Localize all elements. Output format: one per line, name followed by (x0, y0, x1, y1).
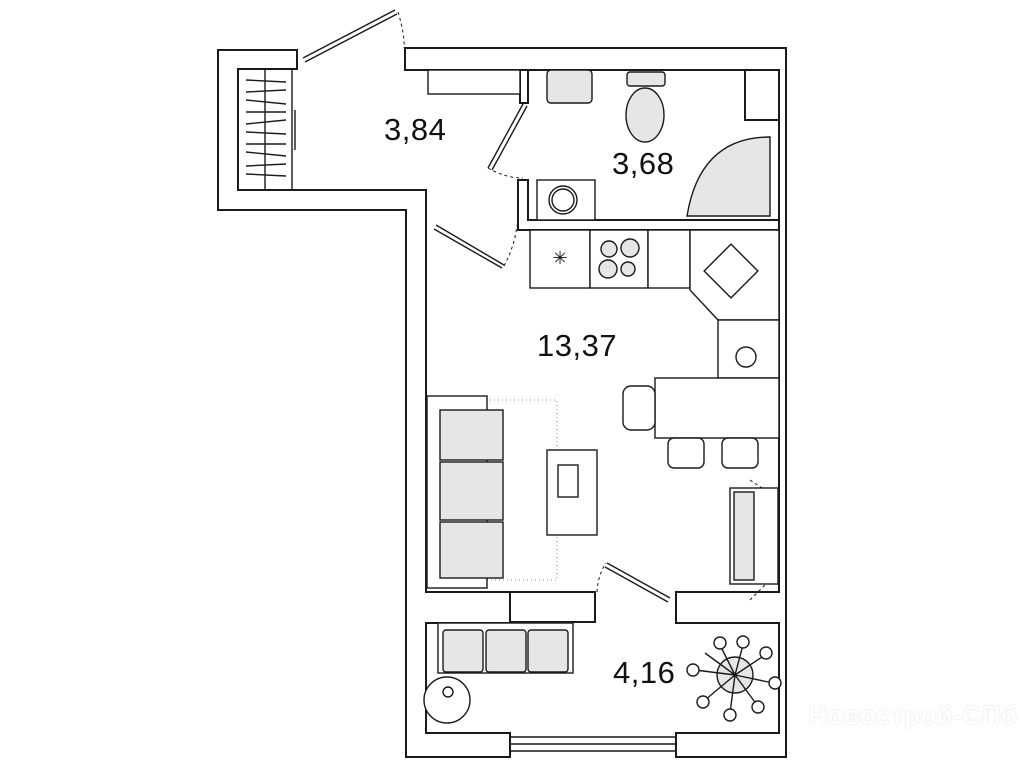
chair (667, 437, 705, 469)
wardrobe (427, 69, 521, 95)
chair (721, 437, 759, 469)
svg-text:✳: ✳ (552, 248, 567, 268)
watermark: Новострой-СПб (808, 700, 1018, 730)
chair (622, 385, 656, 431)
room-area-hall: 3,84 (384, 112, 447, 147)
washbasin (546, 69, 593, 104)
side-table (423, 676, 471, 724)
walls (217, 47, 787, 758)
plant (686, 635, 782, 722)
hob (589, 229, 649, 289)
loggia-furniture (423, 622, 782, 724)
room-area-loggia: 4,16 (613, 655, 676, 690)
room-area-bathroom: 3,68 (612, 146, 675, 181)
shower (686, 136, 771, 217)
doors (302, 9, 781, 752)
balcony-glazing (237, 68, 296, 191)
bathroom-fixtures (427, 69, 771, 221)
toilet-tank (626, 71, 666, 87)
toilet (625, 87, 665, 143)
kitchen: ✳ (529, 229, 780, 585)
room-area-studio: 13,37 (537, 328, 618, 363)
sink (703, 243, 759, 299)
living-furniture (426, 395, 598, 589)
dining-table (654, 377, 780, 439)
fridge (529, 229, 591, 289)
